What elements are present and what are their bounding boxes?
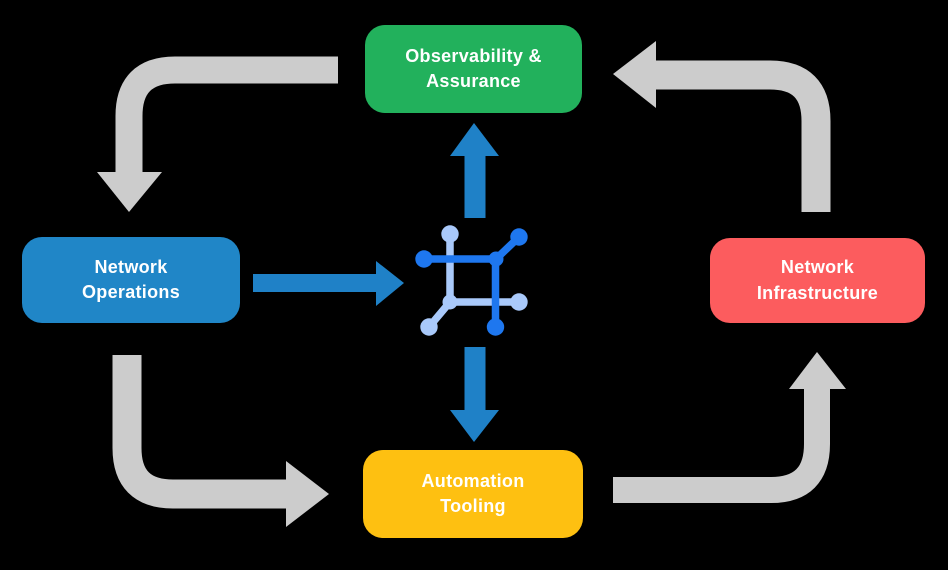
node-automation-tooling: Automation Tooling: [363, 450, 583, 538]
arrow-shaft: [656, 60, 831, 212]
node-operations-label: Network Operations: [81, 256, 181, 302]
arrow-shaft: [115, 56, 338, 173]
node-infrastructure-label: Network Infrastructure: [756, 257, 879, 303]
arrow-automation-to-infrastructure: [613, 352, 846, 503]
network-hub-icon: [415, 225, 528, 336]
hub-junction-light: [442, 294, 458, 310]
arrow-center-to-automation: [450, 347, 499, 442]
hub-junction-dark: [488, 251, 504, 267]
hub-node-top-right: [510, 228, 528, 246]
hub-node-top: [441, 225, 459, 243]
node-observability-label: Observability & Assurance: [405, 45, 542, 91]
arrow-infrastructure-to-observability: [613, 41, 831, 212]
node-observability-assurance: Observability & Assurance: [365, 25, 582, 113]
arrow-head-down-icon: [450, 410, 499, 442]
arrow-head-up-icon: [789, 352, 846, 389]
hub-node-bottom-left: [420, 318, 438, 336]
hub-node-right: [510, 293, 528, 311]
node-automation-label: Automation Tooling: [421, 470, 525, 516]
hub-node-left: [415, 250, 433, 268]
arrow-head-right-icon: [376, 261, 404, 306]
arrow-head-up-icon: [450, 123, 499, 156]
arrow-shaft: [112, 355, 286, 509]
arrow-operations-to-center: [253, 261, 404, 306]
arrow-center-to-observability: [450, 123, 499, 218]
arrow-head-left-icon: [613, 41, 656, 108]
node-network-infrastructure: Network Infrastructure: [710, 238, 925, 323]
arrow-head-right-icon: [286, 461, 329, 527]
arrow-observability-to-operations: [97, 56, 338, 212]
hub-node-bottom: [486, 318, 505, 336]
arrow-operations-to-automation: [112, 355, 329, 527]
arrow-shaft: [613, 389, 830, 503]
arrow-head-down-icon: [97, 172, 162, 212]
node-network-operations: Network Operations: [22, 237, 240, 323]
